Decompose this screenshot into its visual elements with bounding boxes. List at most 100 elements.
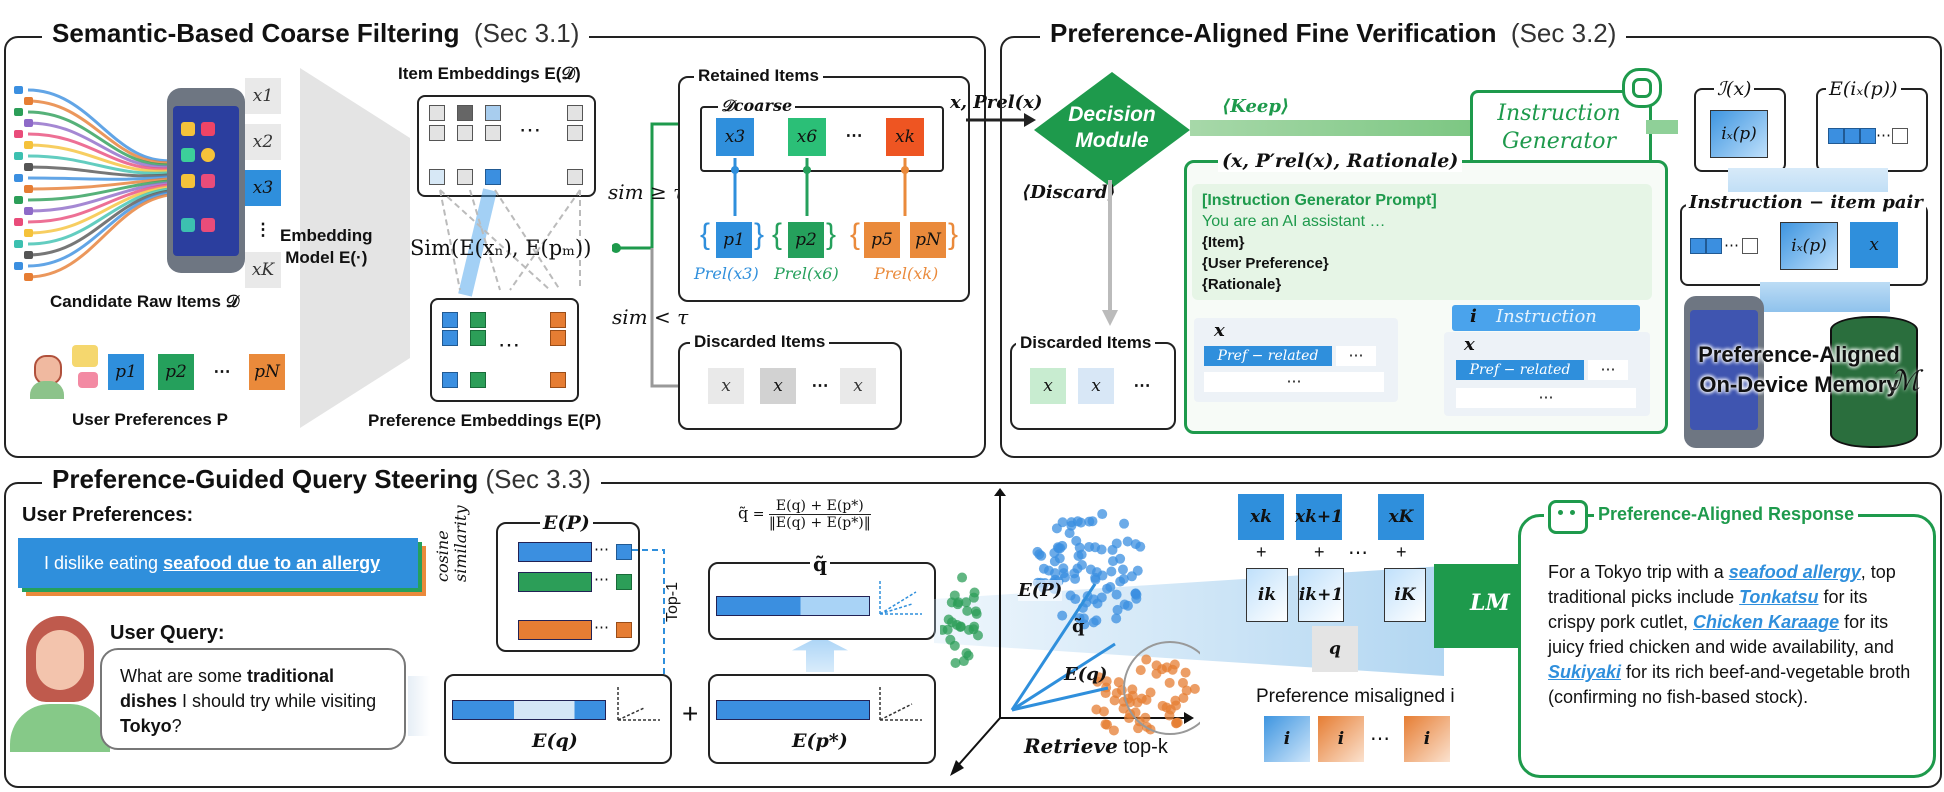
scatter-eq: E(q) xyxy=(1064,664,1108,685)
panel-arrow xyxy=(966,113,1036,127)
scatter-point xyxy=(1102,719,1113,730)
scatter-point xyxy=(1180,667,1191,678)
scatter-point xyxy=(1073,551,1084,562)
pref-pN: pN xyxy=(249,354,285,390)
embedding-model-shape xyxy=(300,68,410,428)
keep-arrow xyxy=(1190,120,1470,136)
query-arrow xyxy=(408,676,430,736)
discard-label: ⟨Discard⟩ xyxy=(1022,182,1116,203)
stream-line xyxy=(27,143,180,173)
retrieve-word: Retrieve xyxy=(1024,734,1118,758)
ix-chip: iₓ(p) xyxy=(1710,110,1768,158)
scatter-point xyxy=(1072,563,1083,574)
ret-xK: xK xyxy=(1378,494,1424,540)
scatter-point xyxy=(947,617,958,628)
prompt-user-pref: {User Preference} xyxy=(1202,255,1329,272)
discarded-x3: x xyxy=(840,368,876,404)
scatter-point xyxy=(1181,685,1192,696)
retained-p2-bracket-close: } xyxy=(826,218,837,251)
scatter-point xyxy=(1057,610,1068,621)
memory-db-icon xyxy=(1830,316,1918,448)
record-dots-left: ⋯ xyxy=(1336,346,1376,366)
stream-line xyxy=(27,182,180,224)
scatter-point xyxy=(1111,613,1122,624)
instruction-generator-label: Instruction Generator xyxy=(1497,101,1621,154)
memory-label: Preference-Aligned On-Device Memory xyxy=(1698,342,1900,397)
candidate-items-streams xyxy=(14,86,180,281)
scatter-point xyxy=(1032,546,1043,557)
ep-cube-orange xyxy=(616,622,632,638)
scatter-point xyxy=(970,606,981,617)
stream-line xyxy=(27,110,180,167)
prompt-line1: You are an AI assistant … xyxy=(1202,213,1386,230)
scatter-point xyxy=(1108,725,1119,736)
item-embeddings-label: Item Embeddings E(𝒟) xyxy=(398,64,581,83)
retained-p2: p2 xyxy=(788,222,824,258)
query-steering-panel xyxy=(4,482,1942,788)
scatter-point xyxy=(1122,536,1133,547)
memory-symbol: ℳ xyxy=(1890,364,1920,397)
ret-ik1: ik+1 xyxy=(1298,568,1344,622)
prompt-title: [Instruction Generator Prompt] xyxy=(1202,192,1437,209)
qtilde-formula: q̃ = E(q) + E(p*) ‖E(q) + E(p*)‖ xyxy=(738,498,871,531)
stream-line xyxy=(27,180,180,213)
instruction-tag-label: Instruction xyxy=(1496,306,1597,327)
qtilde-bar xyxy=(716,596,870,616)
verify-discarded-x2: x xyxy=(1078,368,1114,404)
coarse-filtering-title: Semantic-Based Coarse Filtering (Sec 3.1… xyxy=(42,18,590,49)
item-dots: ⋮ xyxy=(254,220,272,240)
mis-dots: ⋯ xyxy=(1370,728,1390,750)
stream-item xyxy=(14,108,23,116)
epstar-label: E(p*) xyxy=(792,730,848,752)
scatter-point xyxy=(1097,570,1108,581)
discarded-items-label: Discarded Items xyxy=(690,332,830,352)
scatter-point xyxy=(1038,563,1049,574)
retrieve-label: Retrieve top-k xyxy=(1024,734,1168,759)
scatter-ep: E(P) xyxy=(1018,580,1063,601)
scatter-point xyxy=(961,597,972,608)
eix-label: E(iₓ(p)) xyxy=(1826,78,1901,100)
scatter-point xyxy=(1119,518,1130,529)
scatter-point xyxy=(945,634,956,645)
scatter-point xyxy=(1091,704,1102,715)
stream-line xyxy=(27,188,180,257)
eix-cube-4 xyxy=(1892,128,1908,144)
prompt-rationale: {Rationale} xyxy=(1202,276,1282,293)
retained-pk-bracket-close: } xyxy=(948,218,959,251)
eix-dots: ⋯ xyxy=(1876,127,1891,144)
retained-pN: pN xyxy=(910,222,946,258)
record-x-right: x xyxy=(1464,334,1475,355)
scatter-point xyxy=(1167,664,1178,675)
scatter-point xyxy=(1049,568,1060,579)
scatter-point xyxy=(1156,664,1167,675)
stream-item xyxy=(24,229,33,237)
instruction-tag-bar xyxy=(1452,305,1640,331)
scatter-point xyxy=(1130,539,1141,550)
gen-to-ix-arrow xyxy=(1646,120,1678,134)
rationale-label: (x, P′rel(x), Rationale) xyxy=(1218,150,1463,172)
scatter-point xyxy=(957,572,968,583)
prompt-box xyxy=(1192,184,1652,300)
top1-label: Top-1 xyxy=(664,581,681,622)
scatter-point xyxy=(1141,654,1152,665)
scatter-point xyxy=(1106,566,1117,577)
verify-discarded-x1: x xyxy=(1030,368,1066,404)
scatter-point xyxy=(1140,712,1151,723)
scatter-point xyxy=(1135,665,1146,676)
stream-item xyxy=(14,262,23,270)
record-row2-left: ⋯ xyxy=(1204,372,1384,392)
retained-p1-bracket: { xyxy=(700,218,711,251)
scatter-point xyxy=(1052,542,1063,553)
cosine-label: cosine similarity xyxy=(433,505,470,582)
keep-label: ⟨Keep⟩ xyxy=(1222,96,1290,117)
scatter-point xyxy=(1115,553,1126,564)
pair-cube-2 xyxy=(1706,238,1722,254)
ep-label: E(P) xyxy=(540,512,593,534)
scatter-point xyxy=(1122,600,1133,611)
pref-dots: ⋯ xyxy=(213,362,231,382)
pair-cube-3 xyxy=(1742,238,1758,254)
decision-module-diamond xyxy=(1034,72,1190,188)
pref-p2: p2 xyxy=(158,354,194,390)
scatter-point xyxy=(1097,509,1108,520)
scatter-qtilde: q̃ xyxy=(1072,616,1085,637)
